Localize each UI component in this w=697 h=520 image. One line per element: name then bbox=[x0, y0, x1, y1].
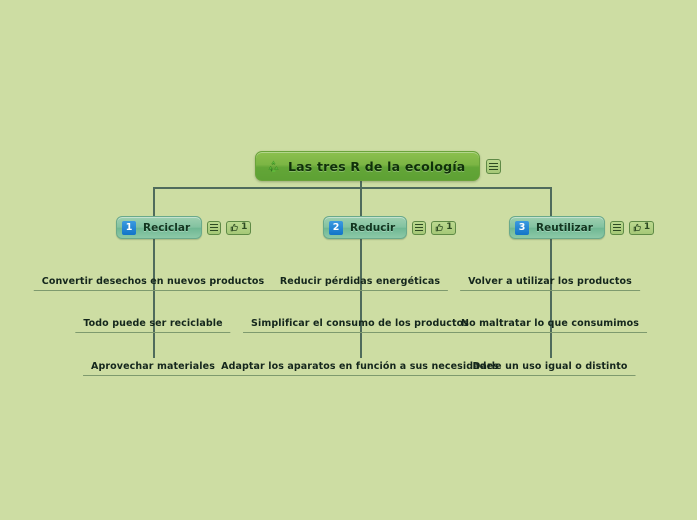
branch-node-label: Reducir bbox=[350, 221, 396, 234]
leaf-underline bbox=[460, 290, 640, 291]
branch-number-badge: 1 bbox=[122, 220, 136, 235]
branch-like-badge[interactable]: 1 bbox=[628, 220, 655, 235]
leaf-label: No maltratar lo que consumimos bbox=[461, 318, 639, 329]
leaf-label: Aprovechar materiales bbox=[91, 361, 215, 372]
leaf-item[interactable]: Simplificar el consumo de los productos bbox=[243, 311, 477, 333]
leaf-label: Todo puede ser reciclable bbox=[83, 318, 223, 329]
leaf-underline bbox=[213, 375, 507, 376]
hamburger-line bbox=[612, 230, 621, 231]
leaf-underline bbox=[75, 332, 231, 333]
leaf-underline bbox=[453, 332, 647, 333]
leaf-label: Adaptar los aparatos en función a sus ne… bbox=[221, 361, 499, 372]
hamburger-line bbox=[210, 230, 219, 231]
leaf-underline bbox=[33, 290, 273, 291]
leaf-underline bbox=[271, 290, 449, 291]
connector-branch-drop-1 bbox=[153, 187, 155, 216]
connector-root-stem bbox=[360, 181, 362, 189]
leaf-item[interactable]: Darle un uso igual o distinto bbox=[464, 354, 636, 376]
branch-node-reducir[interactable]: 2 Reducir bbox=[323, 216, 408, 239]
leaf-label: Reducir pérdidas energéticas bbox=[279, 276, 441, 287]
branch-node-label: Reciclar bbox=[143, 221, 191, 234]
leaf-label: Darle un uso igual o distinto bbox=[472, 361, 628, 372]
leaf-underline bbox=[464, 375, 636, 376]
connector-spine-2 bbox=[360, 238, 362, 358]
branch-like-badge[interactable]: 1 bbox=[226, 220, 252, 235]
branch-node-reutilizar[interactable]: 3 Reutilizar bbox=[509, 216, 605, 239]
leaf-label: Convertir desechos en nuevos productos bbox=[41, 276, 265, 287]
recycle-icon bbox=[266, 159, 281, 174]
branch-group-reciclar: 1 Reciclar 1 bbox=[116, 216, 252, 239]
leaf-item[interactable]: No maltratar lo que consumimos bbox=[453, 311, 647, 333]
hamburger-line bbox=[612, 224, 621, 225]
branch-like-count: 1 bbox=[643, 222, 651, 232]
hamburger-line bbox=[489, 162, 499, 164]
branch-hamburger-icon[interactable] bbox=[412, 220, 427, 235]
branch-number-badge: 2 bbox=[329, 220, 343, 235]
hamburger-line bbox=[612, 227, 621, 228]
connector-spine-1 bbox=[153, 238, 155, 358]
branch-like-count: 1 bbox=[446, 222, 453, 232]
hamburger-line bbox=[415, 227, 424, 228]
leaf-underline bbox=[243, 332, 477, 333]
hamburger-line bbox=[415, 224, 424, 225]
hamburger-line bbox=[210, 227, 219, 228]
thumbs-up-icon bbox=[633, 223, 641, 232]
thumbs-up-icon bbox=[435, 223, 443, 232]
root-node-label: Las tres R de la ecología bbox=[288, 158, 466, 174]
branch-node-label: Reutilizar bbox=[536, 221, 593, 234]
hamburger-line bbox=[489, 165, 499, 167]
leaf-item[interactable]: Aprovechar materiales bbox=[83, 354, 223, 376]
leaf-item[interactable]: Volver a utilizar los productos bbox=[460, 269, 640, 291]
hamburger-line bbox=[210, 224, 219, 225]
branch-like-count: 1 bbox=[241, 222, 248, 232]
branch-like-badge[interactable]: 1 bbox=[431, 220, 457, 235]
leaf-item[interactable]: Convertir desechos en nuevos productos bbox=[33, 269, 273, 291]
branch-group-reutilizar: 3 Reutilizar 1 bbox=[509, 216, 655, 239]
branch-group-reducir: 2 Reducir 1 bbox=[323, 216, 457, 239]
branch-node-reciclar[interactable]: 1 Reciclar bbox=[116, 216, 203, 239]
leaf-item[interactable]: Reducir pérdidas energéticas bbox=[271, 269, 449, 291]
connector-branch-drop-3 bbox=[550, 187, 552, 216]
hamburger-line bbox=[415, 230, 424, 231]
root-node-group: Las tres R de la ecología bbox=[255, 151, 502, 181]
thumbs-up-icon bbox=[230, 223, 238, 232]
leaf-label: Volver a utilizar los productos bbox=[468, 276, 632, 287]
branch-hamburger-icon[interactable] bbox=[207, 220, 222, 235]
leaf-underline bbox=[83, 375, 223, 376]
connector-spine-3 bbox=[550, 238, 552, 358]
root-node[interactable]: Las tres R de la ecología bbox=[255, 151, 481, 181]
root-hamburger-icon[interactable] bbox=[486, 158, 502, 174]
leaf-label: Simplificar el consumo de los productos bbox=[251, 318, 469, 329]
leaf-item[interactable]: Todo puede ser reciclable bbox=[75, 311, 231, 333]
branch-hamburger-icon[interactable] bbox=[609, 220, 624, 235]
branch-number-badge: 3 bbox=[515, 220, 529, 235]
hamburger-line bbox=[489, 168, 499, 170]
connector-horizontal-bus bbox=[153, 187, 552, 189]
connector-branch-drop-2 bbox=[360, 187, 362, 216]
leaf-item[interactable]: Adaptar los aparatos en función a sus ne… bbox=[213, 354, 507, 376]
